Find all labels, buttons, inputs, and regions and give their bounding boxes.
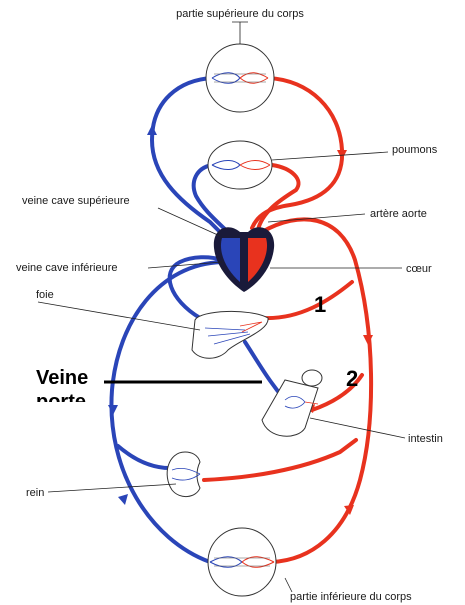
renal-artery [204, 440, 356, 480]
label-lower-body: partie inférieure du corps [290, 591, 412, 603]
inferior-vena-cava [111, 262, 222, 562]
leader-lower-body [285, 578, 292, 592]
label-superior-vena-cava: veine cave supérieure [22, 195, 130, 207]
marker-1: 1 [314, 292, 326, 317]
portal-vein-text-line2: porte [36, 391, 86, 413]
label-aorta: artère aorte [370, 208, 427, 220]
portal-vein-text-line1: Veine [36, 367, 88, 389]
heart-organ [214, 227, 274, 292]
label-upper-body: partie supérieure du corps [176, 8, 304, 20]
lungs-organ [208, 141, 272, 189]
portal-vein-annotation: Veine porte [36, 367, 88, 413]
lower-body-organ [208, 528, 276, 596]
leader-inferior-vena-cava [148, 262, 222, 268]
marker-2: 2 [346, 366, 358, 391]
label-liver: foie [36, 289, 54, 301]
label-inferior-vena-cava: veine cave inférieure [16, 262, 118, 274]
label-intestine: intestin [408, 433, 443, 445]
leader-upper-body [232, 22, 248, 44]
label-kidney: rein [26, 487, 44, 499]
label-heart: cœur [406, 263, 432, 275]
hepatic-artery [262, 282, 352, 318]
liver-organ [192, 311, 268, 358]
leader-kidney [48, 484, 176, 492]
leader-liver [38, 302, 200, 330]
leader-lungs [272, 152, 388, 160]
kidney-organ [167, 452, 200, 497]
renal-vein [118, 446, 170, 468]
upper-body-organ [206, 44, 274, 112]
leader-intestine [310, 418, 405, 438]
label-lungs: poumons [392, 144, 438, 156]
